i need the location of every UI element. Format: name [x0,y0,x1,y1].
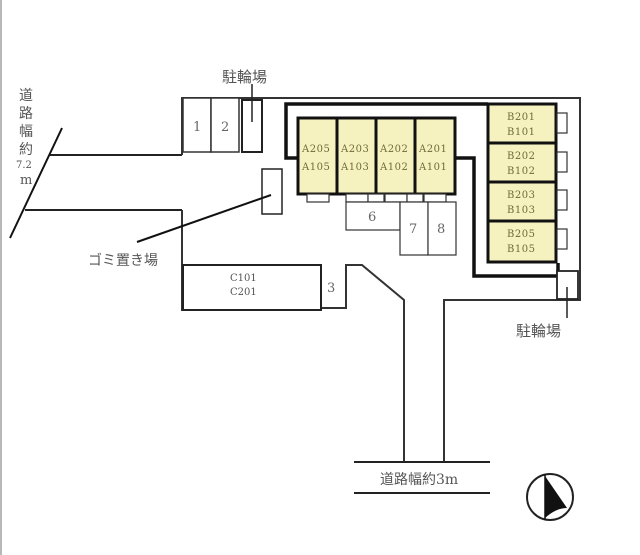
unit-a103: A103 [340,162,369,173]
unit-b105: B105 [507,244,535,255]
parking-space-2 [210,97,240,153]
bottom-road: 道路幅約3m [354,461,490,494]
parking-space-6 [345,201,401,231]
unit-a202: A202 [379,144,408,155]
parking-space-8-label: 8 [437,222,445,237]
unit-b202: B202 [507,151,535,162]
parking-space-6-label: 6 [368,210,376,225]
road-left-label-3: 約 [19,142,33,158]
road-left-label-2: 幅 [19,124,33,140]
unit-a205: A205 [301,144,330,155]
road-left-label-0: 道 [19,88,33,104]
unit-c201: C201 [230,287,257,298]
unit-a201: A201 [418,144,447,155]
parking-space-1-label: 1 [193,120,201,135]
unit-b102: B102 [507,166,535,177]
unit-b103: B103 [507,205,535,216]
unit-a105: A105 [301,162,330,173]
road-left-label-1: 路 [19,106,33,122]
bike-parking-right-label: 駐輪場 [516,322,561,340]
parking-space-3-label: 3 [327,281,335,296]
road-left-label-4: 7.2 [16,160,32,171]
unit-a102: A102 [379,162,408,173]
building-b: B201 B101 B202 B102 B203 B103 B205 B105 [486,102,568,264]
parking-space-2-label: 2 [221,120,229,135]
frame-border [0,0,2,555]
road-left-label-5: m [20,173,32,188]
building-a: A205 A105 A203 A103 A202 A102 A201 A101 [296,116,457,203]
parking-top-left: 1 2 駐輪場 [182,68,267,153]
building-c: C101 C201 3 [182,264,335,311]
parking-space-7-label: 7 [409,222,417,237]
road-bottom-label: 道路幅約3m [380,472,458,488]
bike-parking-top-label: 駐輪場 [222,68,267,86]
left-road: 道 路 幅 約 7.2 m [9,88,182,239]
unit-b101: B101 [507,127,535,138]
bike-parking-right: 駐輪場 [516,270,579,340]
parking-spaces-678 [345,201,457,256]
garbage-area-label: ゴミ置き場 [88,252,158,269]
parking-space-1 [182,97,212,153]
unit-b201: B201 [507,112,535,123]
parking-space-7 [399,201,429,256]
north-arrow-icon [526,473,574,521]
parking-space-8 [427,201,457,256]
unit-a203: A203 [340,144,369,155]
unit-c101: C101 [230,273,257,284]
garbage-area: ゴミ置き場 [88,168,283,269]
unit-b203: B203 [507,190,535,201]
unit-b205: B205 [507,229,535,240]
unit-a101: A101 [418,162,447,173]
